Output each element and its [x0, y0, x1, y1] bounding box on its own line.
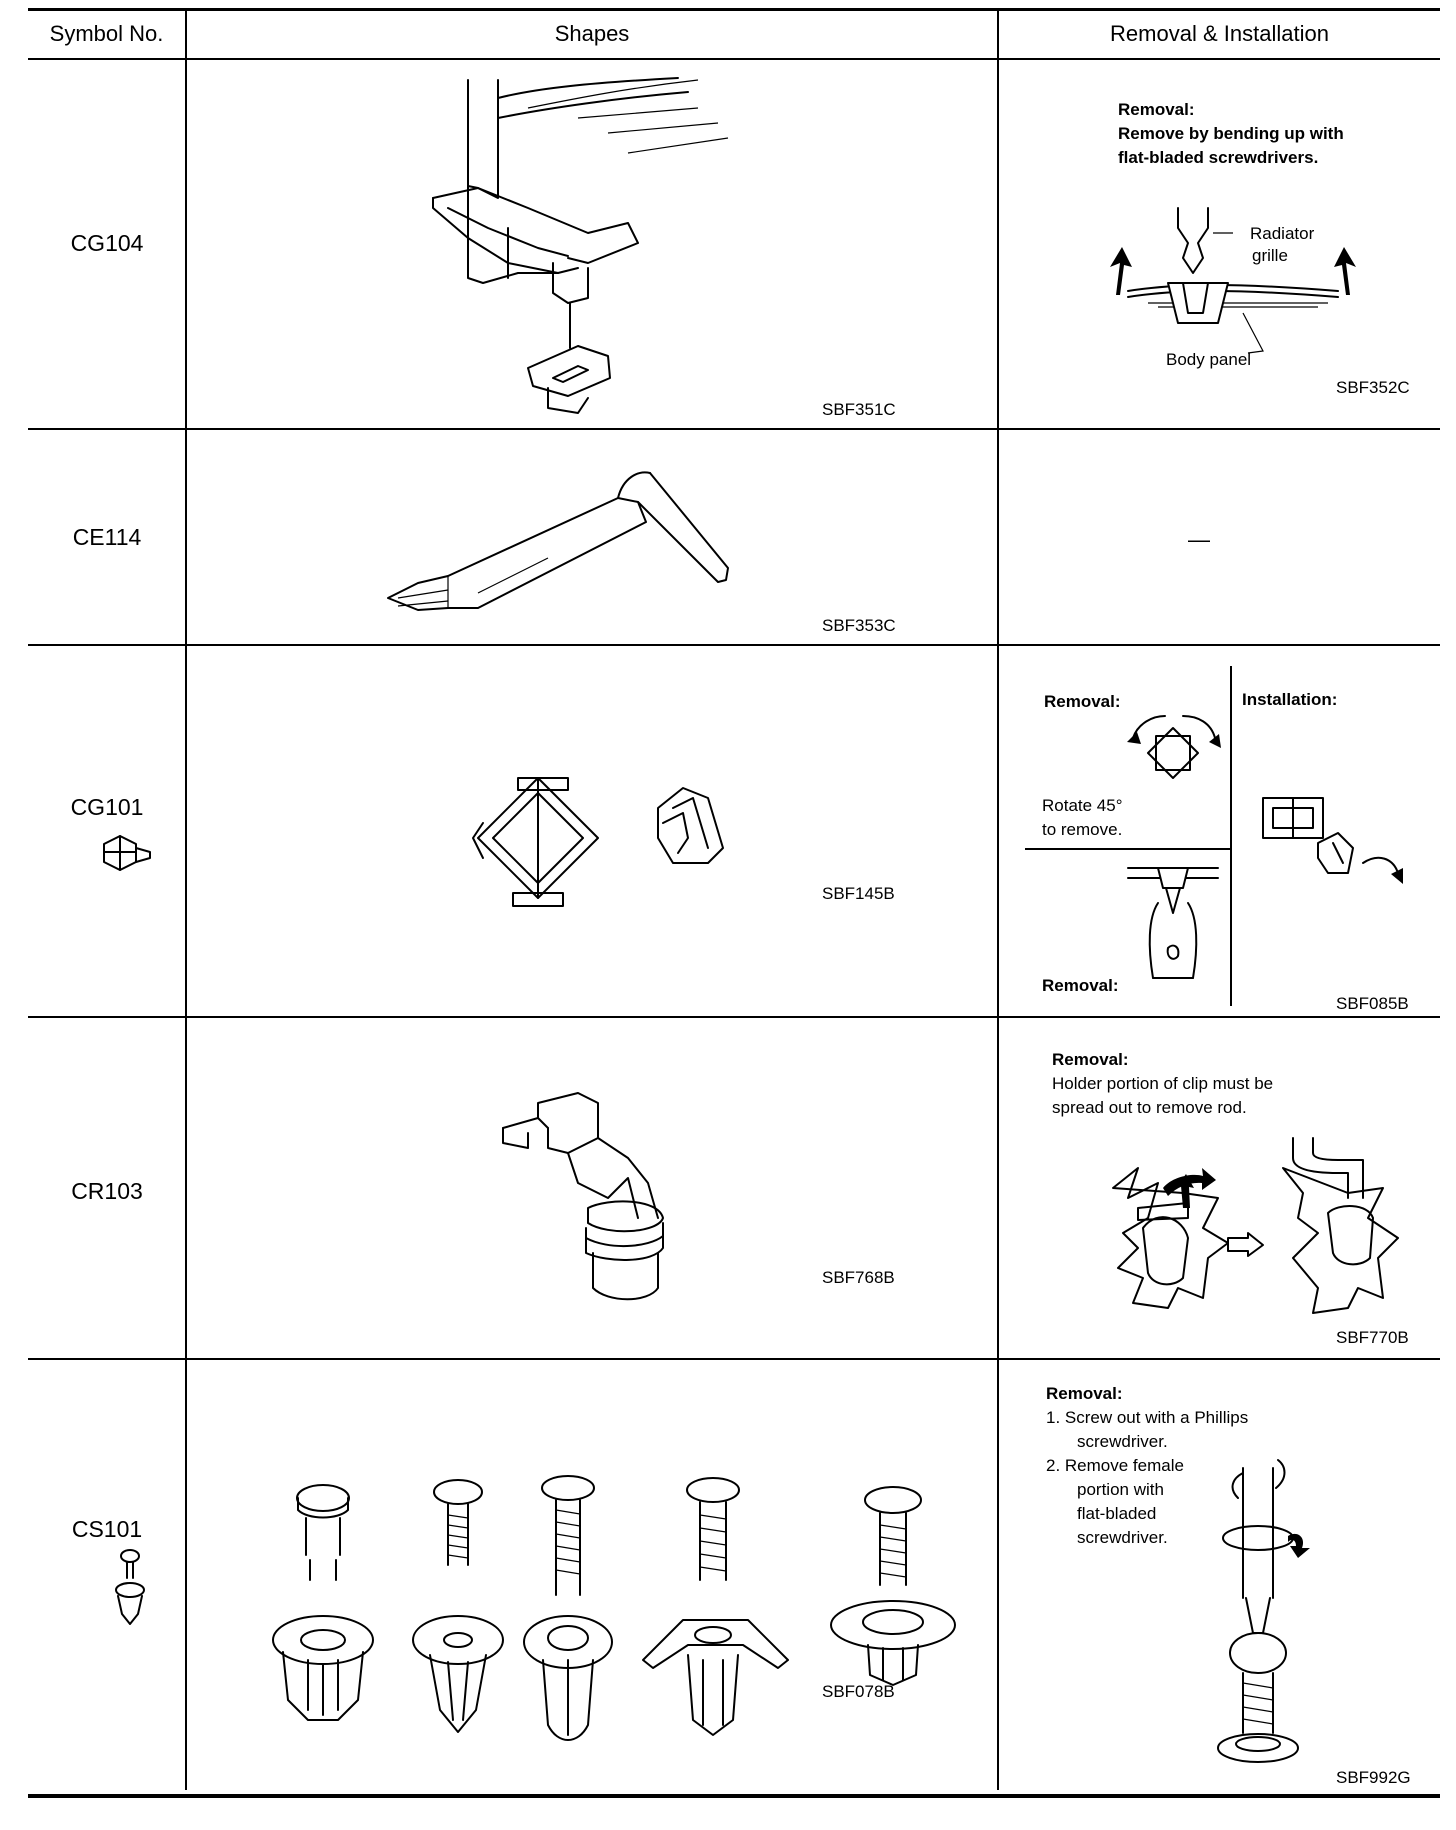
row-divider	[28, 428, 1440, 430]
header-symbol: Symbol No.	[49, 21, 164, 46]
cs101-step-1a: 1. Screw out with a Phillips	[1046, 1408, 1249, 1427]
row-divider	[28, 1016, 1440, 1018]
plier-removal-diagram	[1127, 867, 1219, 979]
cs101-removal-title: Removal:	[1046, 1384, 1123, 1403]
cs101-removal-diagram	[1217, 1459, 1310, 1763]
radiator-grille-label: Radiator grille	[1250, 223, 1314, 267]
ce114-shape-illustration	[387, 471, 729, 611]
clip-variant-2	[412, 1479, 504, 1733]
removal-line-1: Remove by bending up with	[1118, 124, 1344, 143]
radiator-label-1: Radiator	[1250, 224, 1315, 243]
cr103-removal-diagram	[1112, 1137, 1399, 1314]
cs101-removal-text: Removal: 1. Screw out with a Phillips sc…	[1046, 1382, 1248, 1550]
symbol-cg101: CG101	[70, 794, 144, 820]
table-bottom-rule	[28, 1794, 1440, 1798]
cs101-step-2b: portion with	[1077, 1480, 1164, 1499]
cs101-symbol-icon	[115, 1549, 145, 1625]
clip-table: Symbol No. Shapes Removal & Installation…	[28, 8, 1440, 1798]
clip-variant-5	[830, 1486, 956, 1686]
table-top-rule	[28, 8, 1440, 11]
row-divider	[28, 1358, 1440, 1360]
rotate-diagram	[1127, 715, 1221, 779]
cs101-step-2c: flat-bladed	[1077, 1504, 1157, 1523]
cg104-shape-illustration	[432, 77, 729, 414]
radiator-label-2: grille	[1252, 246, 1288, 265]
body-panel-label: Body panel	[1166, 350, 1252, 369]
code-sbf353c: SBF353C	[822, 616, 896, 635]
header-rule	[28, 58, 1440, 60]
symbol-cg104: CG104	[70, 230, 144, 256]
cr103-removal-text: Removal: Holder portion of clip must be …	[1052, 1048, 1273, 1120]
cr103-shape-illustration	[502, 1092, 664, 1301]
row-divider	[28, 644, 1440, 646]
rotate-text: Rotate 45° to remove.	[1042, 794, 1123, 842]
cs101-step-2d: screwdriver.	[1077, 1528, 1168, 1547]
clip-variant-1	[272, 1484, 374, 1721]
clip-variant-4	[642, 1477, 789, 1736]
code-sbf768b: SBF768B	[822, 1268, 895, 1287]
cs101-shape-illustration	[272, 1475, 956, 1741]
code-sbf351c: SBF351C	[822, 400, 896, 419]
removal-title: Removal:	[1118, 100, 1195, 119]
symbol-ce114: CE114	[72, 524, 142, 550]
cg101-panel-divider-h	[1025, 848, 1230, 850]
cg101-installation-title: Installation:	[1242, 690, 1338, 709]
cr103-removal-line-1: Holder portion of clip must be	[1052, 1074, 1274, 1093]
code-sbf352c: SBF352C	[1336, 378, 1410, 397]
code-sbf085b: SBF085B	[1336, 994, 1409, 1013]
header-removal: Removal & Installation	[1110, 21, 1329, 46]
header-shapes: Shapes	[554, 21, 630, 46]
symbol-cs101: CS101	[71, 1516, 143, 1542]
column-divider	[185, 8, 187, 1790]
column-divider	[997, 8, 999, 1790]
code-sbf078b: SBF078B	[822, 1682, 895, 1701]
rotate-line-2: to remove.	[1042, 820, 1123, 839]
code-sbf145b: SBF145B	[822, 884, 895, 903]
removal-line-2: flat-bladed screwdrivers.	[1118, 148, 1319, 167]
code-sbf770b: SBF770B	[1336, 1328, 1409, 1347]
cs101-step-2a: 2. Remove female	[1046, 1456, 1184, 1475]
cg101-shape-illustration	[472, 777, 724, 907]
cg104-removal-diagram	[1110, 207, 1356, 354]
cr103-removal-line-2: spread out to remove rod.	[1052, 1098, 1247, 1117]
rotate-line-1: Rotate 45°	[1042, 796, 1123, 815]
symbol-cr103: CR103	[71, 1178, 143, 1204]
cg101-panel-divider-v	[1230, 666, 1232, 1006]
cg101-symbol-icon	[103, 835, 151, 871]
cg101-removal-title: Removal:	[1044, 692, 1121, 711]
ce114-removal-dash: —	[1188, 527, 1210, 552]
cs101-step-1b: screwdriver.	[1077, 1432, 1168, 1451]
clip-variant-3	[523, 1475, 613, 1741]
installation-diagram	[1262, 797, 1403, 884]
cg104-removal-text: Removal: Remove by bending up with flat-…	[1118, 98, 1344, 170]
code-sbf992g: SBF992G	[1336, 1768, 1411, 1787]
cg101-removal-bottom: Removal:	[1042, 976, 1119, 995]
cr103-removal-title: Removal:	[1052, 1050, 1129, 1069]
